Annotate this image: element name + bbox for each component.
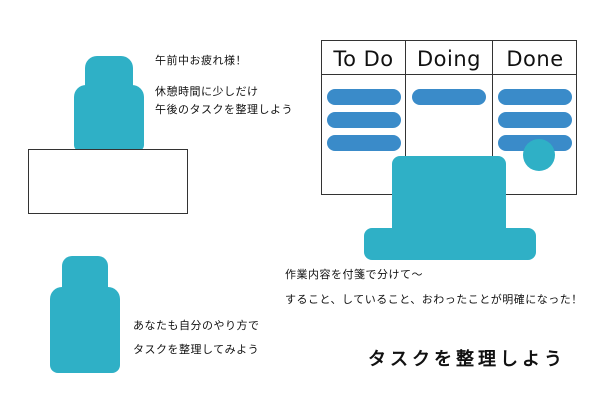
speech-middle-line-1: 作業内容を付箋で分けて～ — [285, 268, 423, 281]
speech-top-line-3: 午後のタスクを整理しよう — [155, 103, 293, 116]
column-header-done: Done — [506, 47, 564, 71]
person-body-bottom — [50, 287, 120, 373]
person-body-top — [74, 85, 144, 151]
sticky-note — [412, 89, 486, 105]
sticky-note — [327, 89, 401, 105]
person-base-right — [364, 228, 536, 260]
board-column-divider — [492, 40, 493, 195]
sticky-note — [327, 112, 401, 128]
sticky-note — [498, 89, 572, 105]
column-header-todo: To Do — [333, 47, 394, 71]
board-column-divider — [405, 40, 406, 195]
sticky-note — [498, 112, 572, 128]
desk — [28, 149, 188, 214]
board-header-divider — [321, 74, 577, 75]
speech-top-line-1: 午前中お疲れ様！ — [155, 54, 247, 67]
person-body-right — [392, 156, 506, 234]
column-header-doing: Doing — [417, 47, 481, 71]
sticky-note — [327, 135, 401, 151]
speech-bottom-line-2: タスクを整理してみよう — [133, 343, 260, 356]
speech-top-line-2: 休憩時間に少しだけ — [155, 85, 259, 98]
person-head-right — [523, 139, 555, 171]
speech-bottom-line-1: あなたも自分のやり方で — [133, 319, 260, 332]
speech-middle-line-2: すること、していること、おわったことが明確になった！ — [285, 293, 583, 306]
main-title: タスクを整理しよう — [368, 349, 566, 370]
